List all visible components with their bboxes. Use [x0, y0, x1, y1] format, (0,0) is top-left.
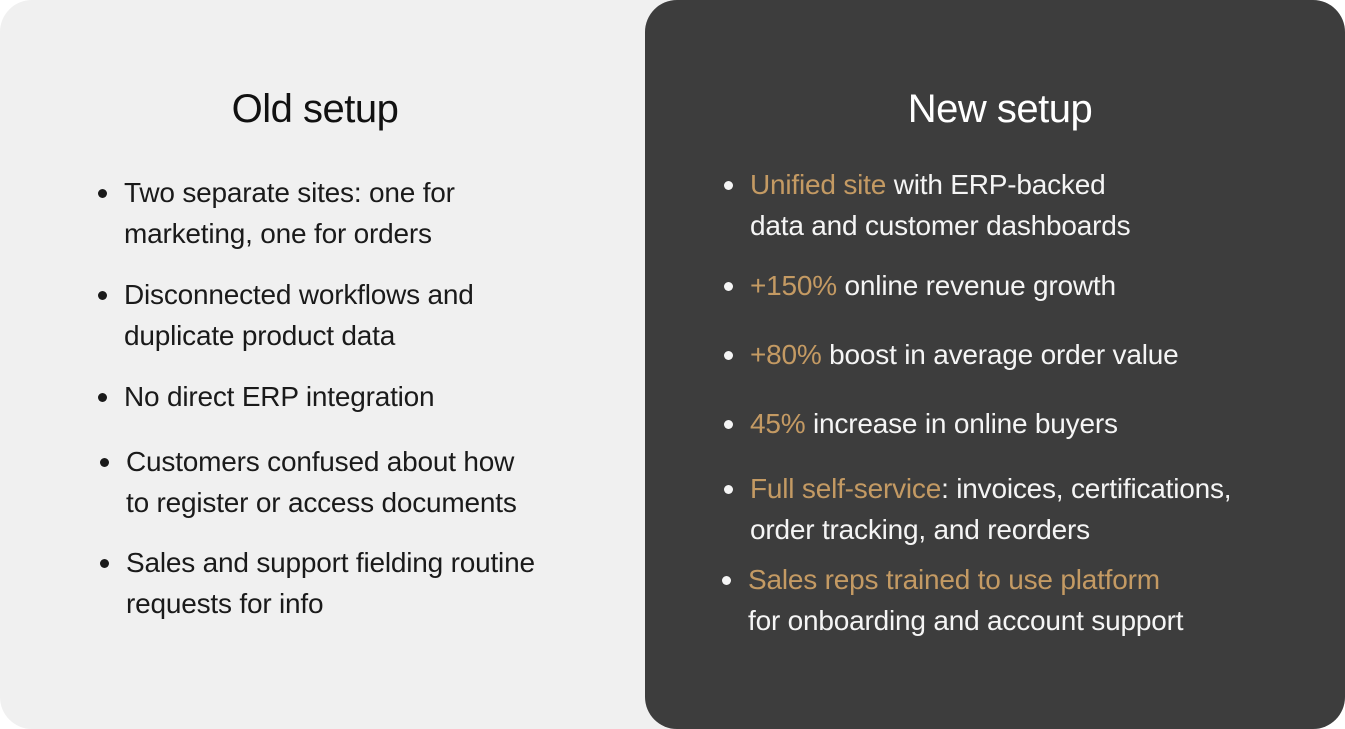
old-setup-item: No direct ERP integration	[97, 376, 435, 417]
item-text: : invoices, certifications,	[941, 473, 1232, 504]
new-setup-item: 45% increase in online buyers	[724, 403, 1118, 444]
item-line: duplicate product data	[124, 320, 396, 351]
item-line: Two separate sites: one for	[124, 177, 455, 208]
highlight-text: Full self-service	[750, 473, 942, 504]
item-line: Customers confused about how	[126, 446, 515, 477]
item-line: requests for info	[126, 588, 324, 619]
item-text: with ERP-backed	[886, 169, 1106, 200]
new-setup-item: +150% online revenue growth	[724, 265, 1117, 306]
highlight-text: Sales reps trained to use platform	[748, 564, 1160, 595]
highlight-text: +80%	[750, 339, 822, 370]
item-line: to register or access documents	[126, 487, 517, 518]
item-text: boost in average order value	[821, 339, 1179, 370]
old-setup-item: Disconnected workflows and duplicate pro…	[98, 274, 474, 356]
item-line: marketing, one for orders	[124, 218, 432, 249]
old-setup-title: Old setup	[231, 87, 399, 131]
highlight-text: Unified site	[750, 169, 887, 200]
new-setup-item: Unified site with ERP-backed data and cu…	[723, 164, 1131, 246]
old-setup-item: Two separate sites: one for marketing, o…	[98, 172, 455, 254]
old-setup-item: Customers confused about how to register…	[100, 441, 517, 523]
highlight-text: +150%	[750, 270, 837, 301]
item-line: Sales and support fielding routine	[126, 547, 535, 578]
item-line: data and customer dashboards	[750, 210, 1131, 241]
highlight-text: 45%	[750, 408, 806, 439]
new-setup-item: Sales reps trained to use platform for o…	[721, 559, 1184, 641]
new-setup-title: New setup	[907, 87, 1093, 131]
item-line: order tracking, and reorders	[750, 514, 1090, 545]
new-setup-item: Full self-service: invoices, certificati…	[723, 468, 1232, 550]
old-setup-item: Sales and support fielding routine reque…	[100, 542, 535, 624]
item-line: Disconnected workflows and	[124, 279, 474, 310]
item-text: increase in online buyers	[805, 408, 1118, 439]
item-line: No direct ERP integration	[124, 381, 435, 412]
item-line: for onboarding and account support	[748, 605, 1184, 636]
new-setup-panel	[645, 0, 1345, 729]
item-text: online revenue growth	[836, 270, 1117, 301]
new-setup-item: +80% boost in average order value	[723, 334, 1179, 375]
